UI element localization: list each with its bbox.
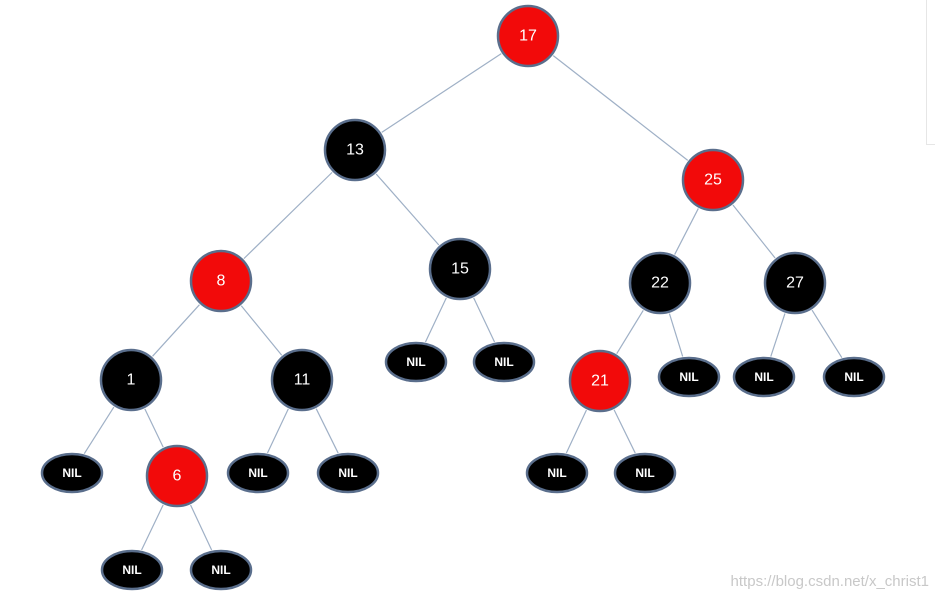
tree-edge-n8-n11: [240, 305, 283, 356]
tree-node-13: 13: [323, 118, 387, 182]
nil-leaf-node: NIL: [525, 452, 589, 494]
nil-label: NIL: [547, 466, 566, 480]
tree-node-15: 15: [428, 237, 492, 301]
tree-edges: [83, 53, 843, 551]
nil-label: NIL: [338, 466, 357, 480]
tree-edge-n25-n27: [732, 204, 776, 259]
node-circle: [568, 349, 632, 413]
node-label: 11: [294, 372, 311, 389]
node-label: 22: [651, 275, 669, 292]
nil-ellipse: [613, 452, 677, 494]
node-label: 8: [217, 273, 226, 290]
tree-edge-n1-nil1: [83, 406, 115, 455]
tree-edge-n13-n15: [375, 173, 440, 246]
node-label: 13: [346, 142, 364, 159]
nil-label: NIL: [679, 370, 698, 384]
node-circle: [145, 444, 209, 508]
node-circle: [763, 251, 827, 315]
node-circle: [428, 237, 492, 301]
nil-ellipse: [100, 549, 164, 591]
node-circle: [628, 251, 692, 315]
tree-edge-n1-n6: [144, 408, 164, 448]
node-circle: [496, 4, 560, 68]
nil-leaf-node: NIL: [613, 452, 677, 494]
side-panel-border: [926, 0, 935, 145]
nil-label: NIL: [635, 466, 654, 480]
nil-ellipse: [732, 356, 796, 398]
nil-ellipse: [226, 452, 290, 494]
node-label: 1: [127, 372, 136, 389]
nil-leaf-node: NIL: [472, 341, 536, 383]
tree-node-6: 6: [145, 444, 209, 508]
tree-edge-n22-n21: [616, 309, 644, 355]
nil-leaf-node: NIL: [384, 341, 448, 383]
nil-leaf-node: NIL: [732, 356, 796, 398]
node-label: 17: [519, 28, 537, 45]
tree-edge-n21-nil21b: [613, 409, 636, 454]
nil-ellipse: [525, 452, 589, 494]
tree-node-25: 25: [681, 148, 745, 212]
nil-leaf-node: NIL: [40, 452, 104, 494]
node-circle: [189, 249, 253, 313]
node-circle: [270, 348, 334, 412]
nil-leaf-node: NIL: [226, 452, 290, 494]
nil-leaf-node: NIL: [189, 549, 253, 591]
tree-edge-n27-nil27b: [811, 309, 843, 358]
nil-ellipse: [822, 356, 886, 398]
nil-leaf-node: NIL: [316, 452, 380, 494]
nil-label: NIL: [122, 563, 141, 577]
tree-edge-n17-n25: [552, 55, 689, 161]
tree-node-17: 17: [496, 4, 560, 68]
nil-label: NIL: [494, 355, 513, 369]
node-label: 27: [786, 275, 804, 292]
node-circle: [99, 348, 163, 412]
tree-edge-n15-nil15a: [424, 297, 447, 343]
tree-edge-n27-nil27a: [770, 313, 786, 357]
tree-edge-n6-nil6b: [190, 504, 213, 551]
tree-edge-n17-n13: [381, 53, 502, 133]
tree-edge-n25-n22: [674, 208, 699, 255]
tree-edge-n15-nil15b: [473, 297, 496, 343]
tree-edge-n22-nil22: [668, 313, 684, 357]
nil-ellipse: [189, 549, 253, 591]
nil-label: NIL: [211, 563, 230, 577]
tree-edge-n11-nil11a: [266, 408, 289, 454]
tree-edge-n13-n8: [243, 171, 333, 260]
nil-ellipse: [40, 452, 104, 494]
node-circle: [323, 118, 387, 182]
nil-label: NIL: [62, 466, 81, 480]
tree-node-11: 11: [270, 348, 334, 412]
tree-node-1: 1: [99, 348, 163, 412]
nil-leaf-node: NIL: [657, 356, 721, 398]
node-label: 6: [173, 468, 182, 485]
nil-ellipse: [316, 452, 380, 494]
tree-edge-n6-nil6a: [141, 504, 164, 551]
nil-leaf-node: NIL: [100, 549, 164, 591]
node-label: 25: [704, 172, 722, 189]
nil-leaf-node: NIL: [822, 356, 886, 398]
node-label: 15: [451, 261, 469, 278]
node-circle: [681, 148, 745, 212]
tree-node-22: 22: [628, 251, 692, 315]
node-label: 21: [591, 373, 609, 390]
nil-ellipse: [472, 341, 536, 383]
nil-label: NIL: [406, 355, 425, 369]
nil-ellipse: [384, 341, 448, 383]
tree-edge-n11-nil11b: [315, 408, 339, 454]
tree-node-8: 8: [189, 249, 253, 313]
tree-edge-n8-n1: [152, 304, 200, 357]
nil-label: NIL: [754, 370, 773, 384]
tree-node-27: 27: [763, 251, 827, 315]
nil-label: NIL: [844, 370, 863, 384]
nil-ellipse: [657, 356, 721, 398]
tree-node-21: 21: [568, 349, 632, 413]
tree-edge-n21-nil21a: [565, 409, 587, 454]
nil-label: NIL: [248, 466, 267, 480]
watermark: https://blog.csdn.net/x_christ1: [730, 573, 929, 590]
